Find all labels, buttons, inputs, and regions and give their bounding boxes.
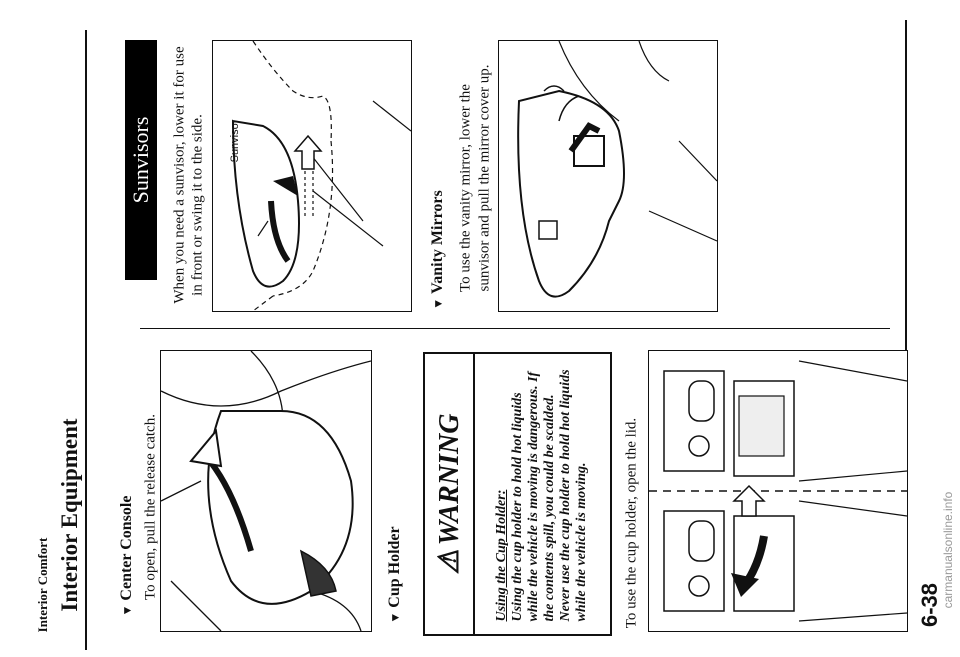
sunvisor-figure: Sunvisor [212, 40, 412, 312]
page-number: 6-38 [917, 582, 942, 628]
triangle-down-icon: ▼ [388, 611, 402, 624]
triangle-down-icon: ▼ [431, 297, 445, 310]
sunvisors-text-line2: in front or swing it to the side. [189, 114, 206, 296]
warning-subtitle: Using the Cup Holder: [494, 489, 509, 622]
vanity-mirror-figure [498, 40, 718, 312]
sunvisor-illustration [231, 41, 411, 311]
vanity-mirrors-heading: ▼ Vanity Mirrors [429, 190, 447, 309]
triangle-down-icon: ▼ [120, 604, 134, 617]
warning-triangle-icon: ⚠ [434, 549, 465, 575]
warning-title-text: WARNING [434, 413, 465, 546]
cup-holder-illustration [649, 360, 907, 622]
sunvisors-text-line1: When you need a sunvisor, lower it for u… [171, 46, 188, 304]
center-console-heading-text: Center Console [118, 495, 135, 601]
sunvisor-label: Sunvisor [229, 119, 241, 163]
cup-holder-figure [648, 350, 908, 632]
sunvisors-banner-text: Sunvisors [128, 116, 153, 204]
section-label: Interior Comfort [35, 537, 50, 633]
cup-holder-heading-text: Cup Holder [386, 526, 403, 608]
rule-center [140, 328, 890, 329]
warning-body: Using the Cup Holder: Using the cup hold… [494, 367, 590, 622]
vanity-mirrors-text-line1: To use the vanity mirror, lower the [457, 84, 474, 292]
vanity-mirror-illustration [517, 41, 717, 298]
vanity-mirrors-heading-text: Vanity Mirrors [429, 190, 446, 294]
warning-title: ⚠ WARNING [432, 414, 466, 575]
sunvisors-banner: Sunvisors [125, 40, 157, 280]
center-console-text: To open, pull the release catch. [142, 414, 159, 600]
warning-divider [473, 354, 475, 634]
rule-right [905, 20, 907, 620]
warning-text: Using the cup holder to hold hot liquids… [510, 369, 589, 622]
warning-box: ⚠ WARNING Using the Cup Holder: Using th… [423, 352, 612, 636]
rule-header [85, 30, 87, 650]
center-console-heading: ▼ Center Console [118, 496, 136, 617]
watermark: carmanualsonline.info [941, 491, 955, 609]
cup-holder-heading: ▼ Cup Holder [386, 526, 404, 623]
center-console-figure [160, 350, 372, 632]
vanity-mirrors-text-line2: sunvisor and pull the mirror cover up. [476, 64, 493, 292]
center-console-illustration [161, 351, 371, 631]
cup-holder-text: To use the cup holder, open the lid. [623, 417, 640, 629]
page-title: Interior Equipment [57, 418, 82, 612]
